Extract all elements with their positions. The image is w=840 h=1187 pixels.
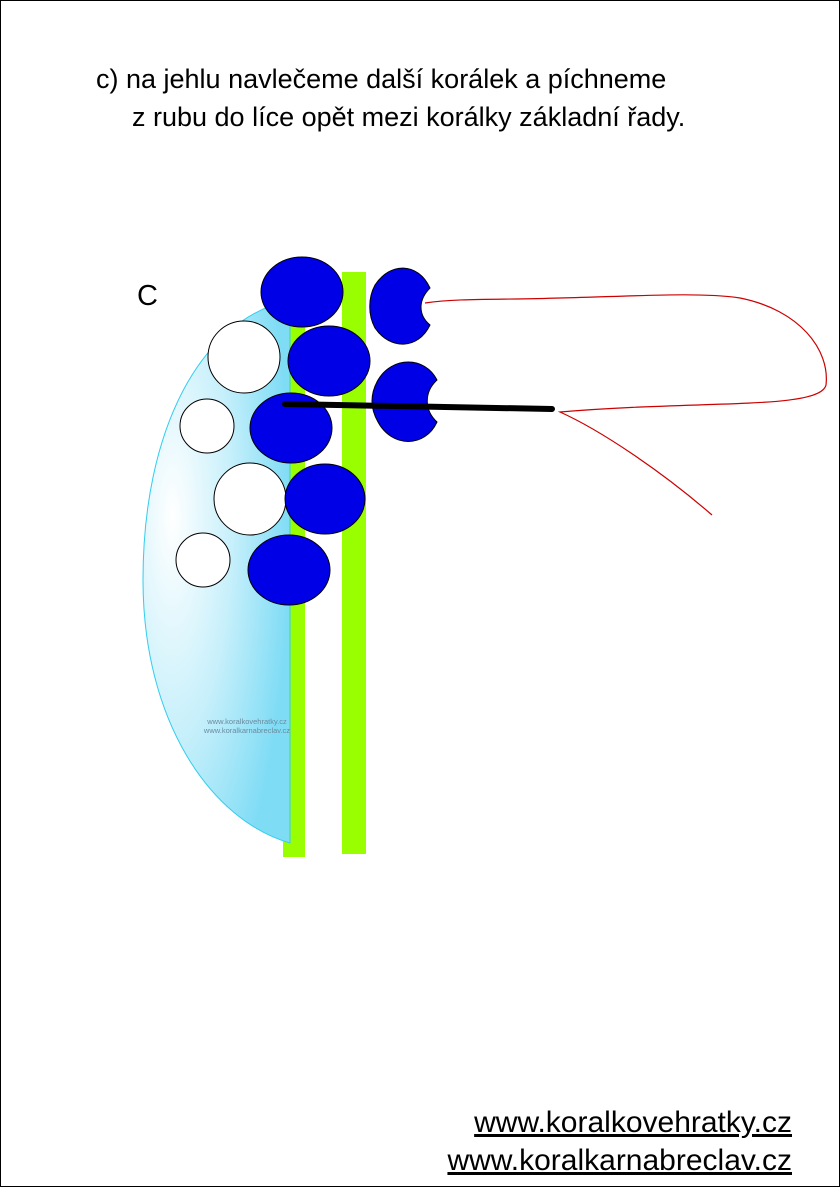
watermark-line-2: www.koralkarnabreclav.cz — [203, 726, 291, 735]
footer-links: www.koralkovehratky.cz www.koralkarnabre… — [447, 1104, 792, 1180]
link-koralkovehratky[interactable]: www.koralkovehratky.cz — [474, 1106, 792, 1139]
watermark: www.koralkovehratky.cz www.koralkarnabre… — [196, 717, 298, 735]
caption-line-2: z rubu do líce opět mezi korálky základn… — [132, 102, 686, 132]
red-thread — [424, 294, 827, 516]
caption-line-1: c) na jehlu navlečeme další korálek a pí… — [96, 64, 667, 94]
blue-beads — [247, 256, 371, 606]
watermark-line-1: www.koralkovehratky.cz — [207, 717, 287, 726]
threaded-beads — [369, 267, 438, 442]
link-koralkarnabreclav[interactable]: www.koralkarnabreclav.cz — [447, 1144, 792, 1177]
instruction-caption: c) na jehlu navlečeme další korálek a pí… — [96, 60, 685, 136]
needle — [282, 401, 555, 412]
figure-label: C — [137, 280, 158, 312]
